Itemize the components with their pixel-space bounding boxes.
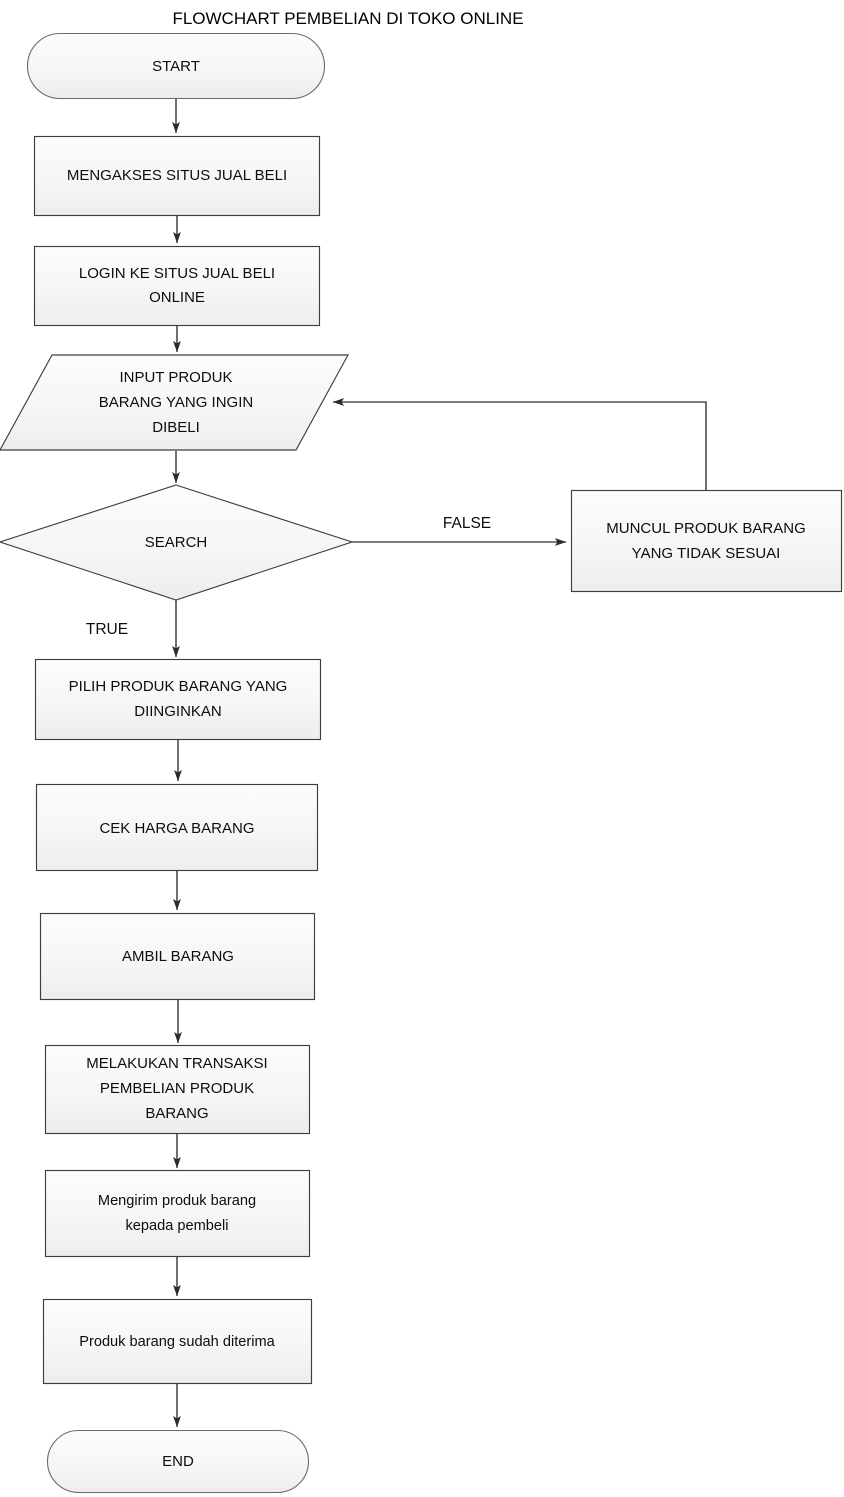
- transaksi-label-line3: BARANG: [145, 1105, 208, 1122]
- tidak-sesuai-label-line1: MUNCUL PRODUK BARANG: [606, 520, 805, 537]
- edge-label-false: FALSE: [443, 515, 491, 532]
- node-input-produk[interactable]: INPUT PRODUK BARANG YANG INGIN DIBELI: [0, 354, 349, 451]
- start-label: START: [152, 58, 200, 75]
- diterima-label: Produk barang sudah diterima: [79, 1334, 275, 1350]
- node-muncul-produk-tidak-sesuai[interactable]: MUNCUL PRODUK BARANG YANG TIDAK SESUAI: [570, 489, 843, 593]
- ambil-barang-process-shape: [39, 912, 316, 1001]
- edge-label-true: TRUE: [86, 621, 128, 638]
- end-terminator-shape: [46, 1429, 310, 1494]
- ambil-barang-label: AMBIL BARANG: [122, 948, 234, 965]
- cek-harga-label: CEK HARGA BARANG: [99, 820, 254, 837]
- search-label: SEARCH: [145, 534, 208, 551]
- mengirim-label-line2: kepada pembeli: [125, 1218, 228, 1234]
- node-produk-diterima[interactable]: Produk barang sudah diterima: [42, 1298, 313, 1385]
- mengakses-process-shape: [33, 135, 321, 217]
- page-title: FLOWCHART PEMBELIAN DI TOKO ONLINE: [172, 9, 523, 28]
- node-search-decision[interactable]: SEARCH: [0, 484, 354, 601]
- start-terminator-shape: [26, 32, 326, 100]
- node-cek-harga[interactable]: CEK HARGA BARANG: [35, 783, 319, 872]
- end-label: END: [162, 1453, 194, 1470]
- node-mengakses-situs[interactable]: MENGAKSES SITUS JUAL BELI: [33, 135, 321, 217]
- login-label-line1: LOGIN KE SITUS JUAL BELI: [79, 265, 275, 282]
- node-start[interactable]: START: [26, 32, 326, 100]
- connector-feedback-to-input: [332, 398, 707, 490]
- cek-harga-process-shape: [35, 783, 319, 872]
- input-label-line1: INPUT PRODUK: [119, 369, 232, 386]
- node-pilih-produk[interactable]: PILIH PRODUK BARANG YANG DIINGINKAN: [34, 658, 322, 741]
- pilih-produk-label-line2: DIINGINKAN: [134, 703, 222, 720]
- transaksi-label-line2: PEMBELIAN PRODUK: [100, 1080, 254, 1097]
- mengirim-label-line1: Mengirim produk barang: [98, 1193, 256, 1209]
- pilih-produk-label-line1: PILIH PRODUK BARANG YANG: [69, 678, 288, 695]
- login-label-line2: ONLINE: [149, 289, 205, 306]
- node-mengirim-produk[interactable]: Mengirim produk barang kepada pembeli: [44, 1169, 311, 1258]
- input-label-line3: DIBELI: [152, 419, 200, 436]
- node-ambil-barang[interactable]: AMBIL BARANG: [39, 912, 316, 1001]
- transaksi-label-line1: MELAKUKAN TRANSAKSI: [86, 1055, 267, 1072]
- node-melakukan-transaksi[interactable]: MELAKUKAN TRANSAKSI PEMBELIAN PRODUK BAR…: [44, 1044, 311, 1135]
- tidak-sesuai-label-line2: YANG TIDAK SESUAI: [632, 545, 781, 562]
- node-login-situs[interactable]: LOGIN KE SITUS JUAL BELI ONLINE: [33, 245, 321, 327]
- mengirim-process-shape: [44, 1169, 311, 1258]
- tidak-sesuai-process-shape: [570, 489, 843, 593]
- login-process-shape: [33, 245, 321, 327]
- diterima-process-shape: [42, 1298, 313, 1385]
- pilih-produk-process-shape: [34, 658, 322, 741]
- node-end[interactable]: END: [46, 1429, 310, 1494]
- input-parallelogram-shape: [0, 354, 349, 451]
- mengakses-label: MENGAKSES SITUS JUAL BELI: [67, 167, 287, 184]
- input-label-line2: BARANG YANG INGIN: [99, 394, 253, 411]
- transaksi-process-shape: [44, 1044, 311, 1135]
